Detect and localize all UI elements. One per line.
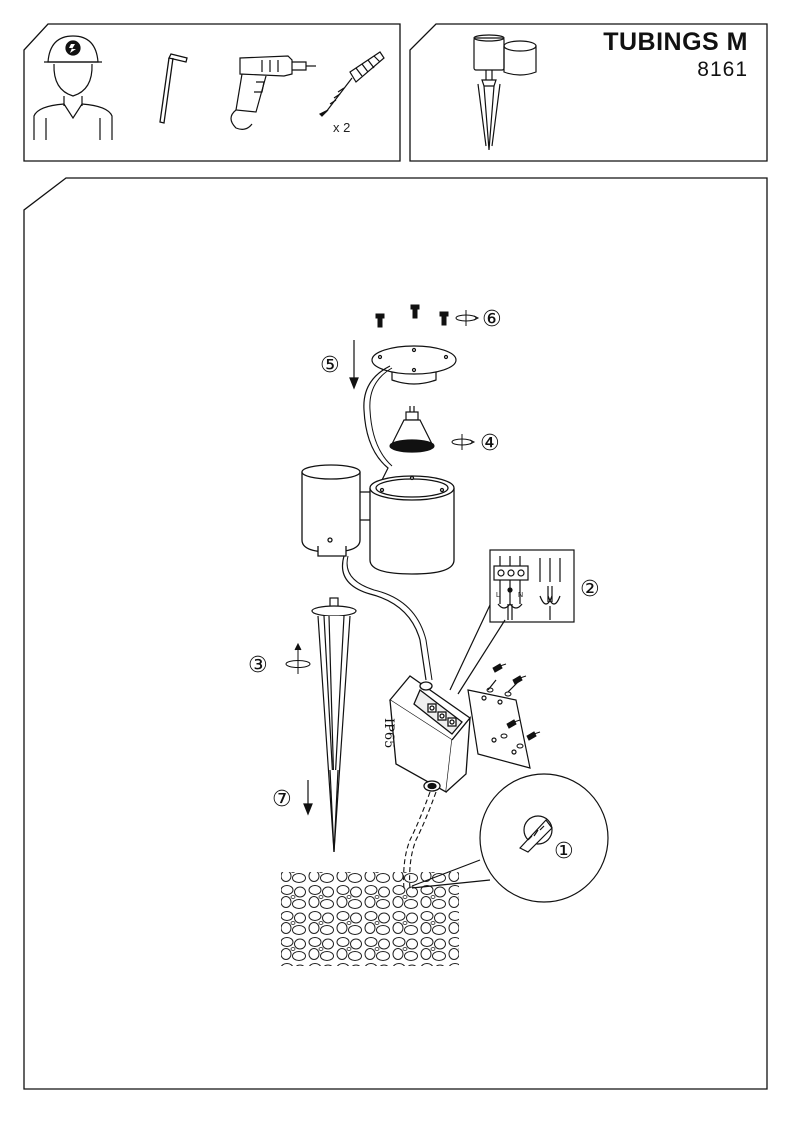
rotate-arrow-icon	[451, 434, 476, 450]
lamp-body	[301, 464, 455, 575]
lid-washers	[486, 687, 524, 749]
product-thumbnail-icon	[473, 34, 537, 151]
ip-rating-label: IP65	[381, 718, 396, 749]
lid-screws	[492, 663, 541, 741]
product-name: TUBINGS M	[603, 28, 748, 56]
detail-magnifier	[411, 773, 609, 903]
drill-icon	[230, 55, 316, 130]
terminal-n-label: N	[518, 592, 524, 599]
electrician-icon	[33, 35, 113, 140]
terminal-l-label: L	[496, 592, 500, 599]
junction-box-lid	[467, 679, 531, 769]
buried-cable	[403, 791, 431, 891]
step-2-label: ②	[580, 577, 600, 602]
step-7-label: ⑦	[272, 787, 292, 812]
down-arrow-icon	[303, 780, 313, 816]
cap-cable	[363, 365, 391, 481]
product-frame	[409, 23, 768, 162]
allen-key-icon	[159, 53, 188, 124]
step-5-label: ⑤	[320, 353, 340, 378]
bulb-icon	[389, 406, 435, 453]
quantity-label: x 2	[333, 120, 351, 135]
product-code: 8161	[697, 58, 748, 81]
top-cap	[371, 345, 457, 385]
down-arrow-icon	[349, 340, 359, 390]
tools-frame	[23, 23, 401, 162]
diagram-frame	[23, 177, 768, 1090]
lamp-cable	[342, 555, 427, 681]
step-1-label: ①	[554, 839, 574, 864]
wiring-callout	[449, 549, 575, 695]
junction-box	[389, 675, 471, 794]
screw-and-dowel-icon	[318, 51, 385, 117]
top-screws	[375, 304, 449, 328]
step-3-label: ③	[248, 653, 268, 678]
step-4-label: ④	[480, 431, 500, 456]
rotate-arrow-icon	[455, 310, 480, 326]
ground-spike	[311, 597, 357, 853]
rotate-arrow-icon	[285, 642, 311, 674]
step-6-label: ⑥	[482, 307, 502, 332]
ground-gravel	[281, 872, 459, 966]
